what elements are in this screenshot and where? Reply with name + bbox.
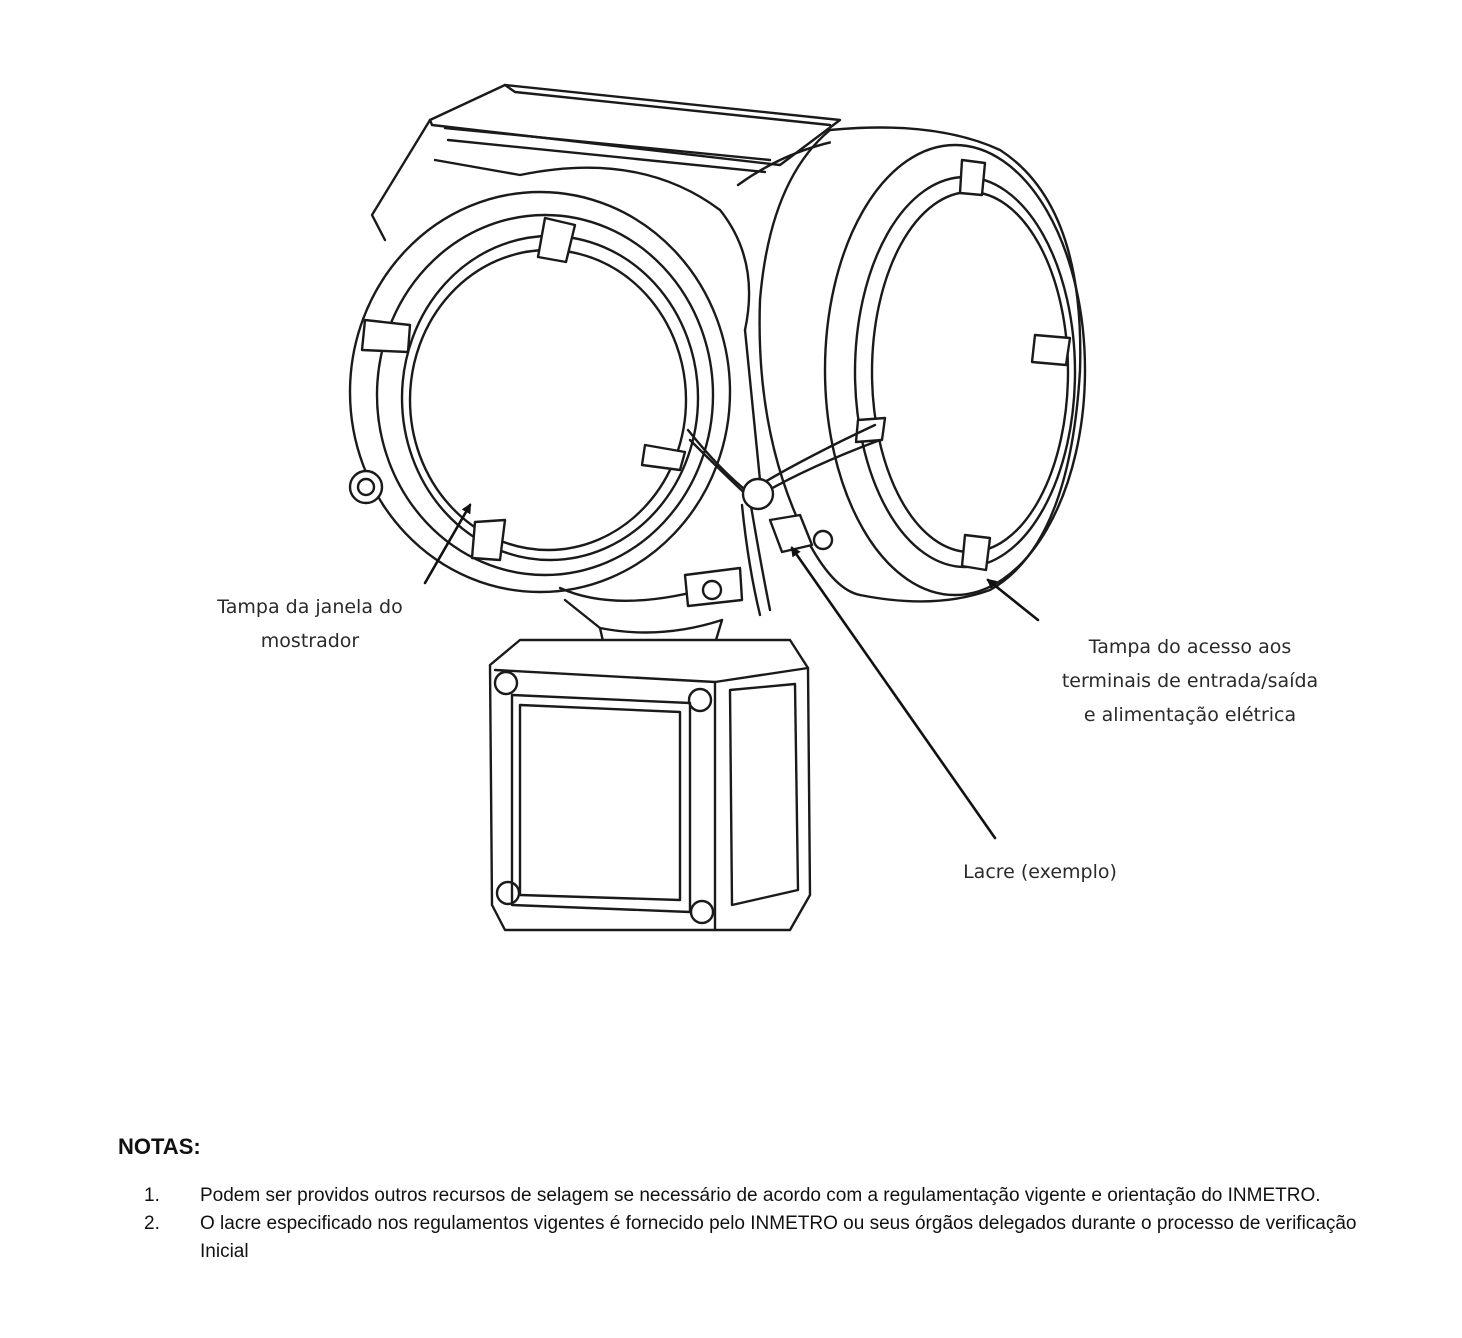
note-number: 1. xyxy=(144,1185,160,1206)
housing-body xyxy=(370,83,882,482)
terminal-cover xyxy=(758,126,1087,603)
terminal-cover-label-line: Tampa do acesso aos xyxy=(1088,636,1292,658)
display-cover xyxy=(348,190,732,594)
terminal-cover-label-line: terminais de entrada/saída xyxy=(1061,670,1319,692)
display-cover-label: Tampa da janela do mostrador xyxy=(190,590,430,658)
note-item: 2. O lacre especificado nos regulamentos… xyxy=(118,1210,1408,1266)
seal-label: Lacre (exemplo) xyxy=(940,855,1140,889)
terminal-cover-label: Tampa do acesso aos terminais de entrada… xyxy=(1030,630,1350,732)
side-screw xyxy=(348,469,384,505)
terminal-cover-leader xyxy=(986,578,1040,622)
note-number: 2. xyxy=(144,1213,160,1234)
terminal-cover-label-line: e alimentação elétrica xyxy=(1083,704,1297,726)
seal-wire xyxy=(686,423,882,617)
display-cover-label-line: Tampa da janela do xyxy=(217,596,403,618)
seal-leader xyxy=(790,546,997,840)
display-cover-label-line: mostrador xyxy=(260,630,360,652)
seal-label-text: Lacre (exemplo) xyxy=(963,861,1117,883)
junction-box xyxy=(488,638,812,932)
note-text: Podem ser providos outros recursos de se… xyxy=(200,1185,1321,1206)
note-item: 1. Podem ser providos outros recursos de… xyxy=(118,1182,1408,1210)
notes-section: NOTAS: 1. Podem ser providos outros recu… xyxy=(118,1134,1408,1266)
display-cover-leader xyxy=(423,503,472,585)
note-text: O lacre especificado nos regulamentos vi… xyxy=(200,1213,1357,1262)
notes-title: NOTAS: xyxy=(118,1134,201,1159)
